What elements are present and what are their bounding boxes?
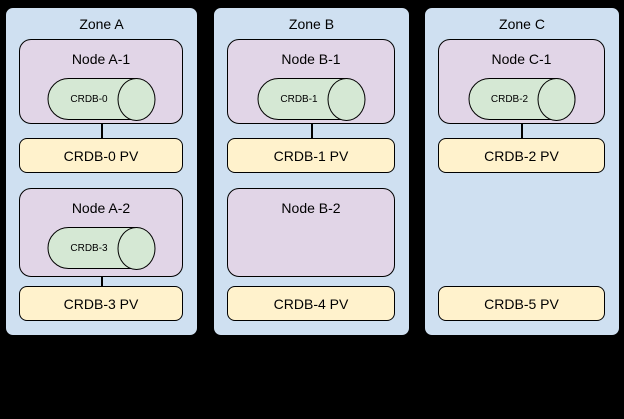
pv-crdb-1-label: CRDB-1 PV xyxy=(273,147,349,164)
pv-crdb-5: CRDB-5 PV xyxy=(438,286,605,321)
pv-crdb-0-label: CRDB-0 PV xyxy=(63,147,139,164)
pv-crdb-2: CRDB-2 PV xyxy=(438,138,605,173)
zone-a-label: Zone A xyxy=(79,16,124,32)
crdb-0-pod-label: CRDB-0 xyxy=(70,93,108,105)
node-a-2-to-pv-connector xyxy=(100,277,103,286)
crdb-0-pod-cylinder: CRDB-0 xyxy=(47,77,155,121)
pv-crdb-3: CRDB-3 PV xyxy=(19,286,183,321)
zone-c: Zone C Node C-1 CRDB-2 CRDB-2 PV CRDB-5 … xyxy=(424,7,620,336)
pv-crdb-3-label: CRDB-3 PV xyxy=(63,295,139,312)
node-c-1: Node C-1 CRDB-2 xyxy=(438,39,605,124)
crdb-1-pod-label: CRDB-1 xyxy=(280,93,318,105)
node-a-1-to-pv-connector xyxy=(100,124,103,138)
cylinder-cap-icon xyxy=(117,77,155,121)
node-b-2: Node B-2 xyxy=(227,188,395,277)
zone-a: Zone A Node A-1 CRDB-0 CRDB-0 PV Node A-… xyxy=(5,7,198,336)
node-b-1-to-pv-connector xyxy=(310,124,313,138)
node-c-1-label: Node C-1 xyxy=(491,51,552,67)
pv-crdb-5-label: CRDB-5 PV xyxy=(484,295,559,312)
crdb-3-pod-label: CRDB-3 xyxy=(70,242,108,254)
pv-crdb-4-label: CRDB-4 PV xyxy=(273,295,349,312)
pv-crdb-1: CRDB-1 PV xyxy=(227,138,395,173)
node-c-1-to-pv-connector xyxy=(521,124,523,138)
node-b-2-label: Node B-2 xyxy=(281,200,341,216)
node-a-2: Node A-2 CRDB-3 xyxy=(19,188,183,277)
pv-crdb-0: CRDB-0 PV xyxy=(19,138,183,173)
node-b-1: Node B-1 CRDB-1 xyxy=(227,39,395,124)
zone-c-label: Zone C xyxy=(499,16,545,32)
cylinder-cap-icon xyxy=(537,77,576,121)
node-a-2-label: Node A-2 xyxy=(71,200,131,216)
node-a-1-label: Node A-1 xyxy=(71,51,131,67)
crdb-2-pod-cylinder: CRDB-2 xyxy=(468,77,576,121)
crdb-1-pod-cylinder: CRDB-1 xyxy=(257,77,365,121)
cylinder-cap-icon xyxy=(327,77,365,121)
pv-crdb-2-label: CRDB-2 PV xyxy=(484,147,559,164)
crdb-3-pod-cylinder: CRDB-3 xyxy=(47,226,155,270)
node-a-1: Node A-1 CRDB-0 xyxy=(19,39,183,124)
node-b-1-label: Node B-1 xyxy=(281,51,341,67)
pv-crdb-4: CRDB-4 PV xyxy=(227,286,395,321)
zone-b-label: Zone B xyxy=(288,16,335,32)
crdb-2-pod-label: CRDB-2 xyxy=(490,93,529,105)
cylinder-cap-icon xyxy=(117,226,155,270)
zone-b: Zone B Node B-1 CRDB-1 CRDB-1 PV Node B-… xyxy=(213,7,410,336)
